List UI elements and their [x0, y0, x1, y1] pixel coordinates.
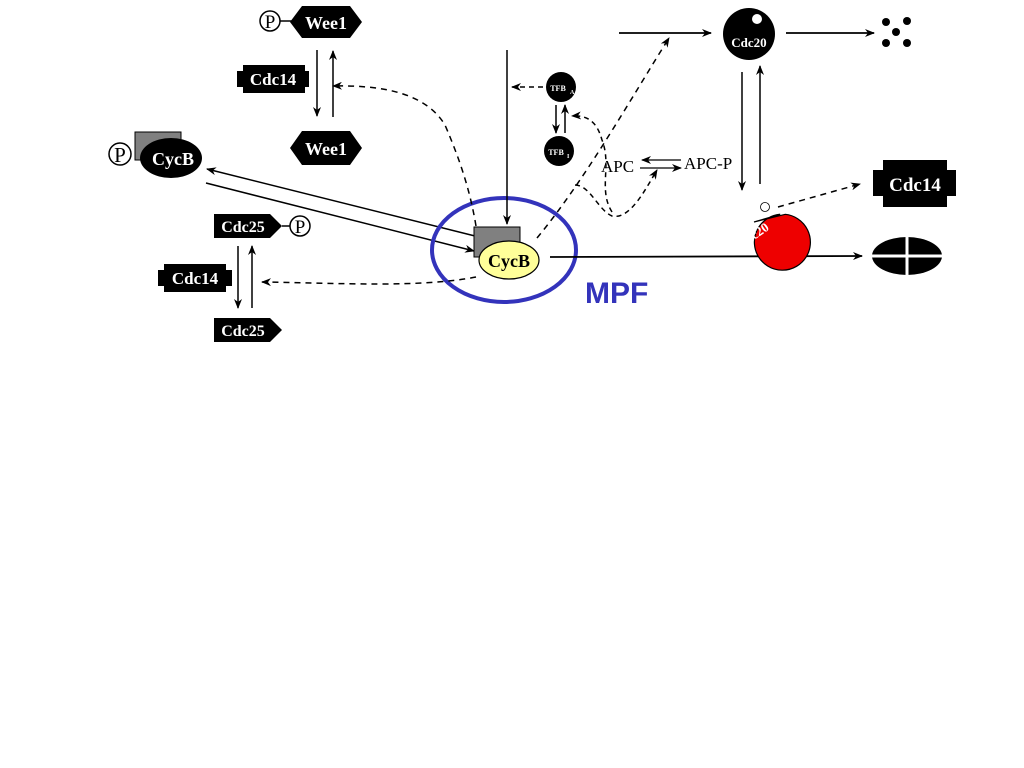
cdc20-active: Cdc20	[723, 8, 775, 60]
cdc25-phospho: Cdc25 P	[214, 214, 311, 238]
cdc25-unphospho: Cdc25	[214, 318, 282, 342]
svg-text:P: P	[265, 12, 276, 33]
mpf-label: MPF	[585, 277, 648, 310]
cdc14-right: Cdc14	[873, 160, 956, 207]
svg-text:CycB: CycB	[488, 251, 530, 271]
mpf-complex: CycB MPF	[430, 196, 648, 310]
svg-text:Cdc25: Cdc25	[221, 323, 265, 340]
svg-text:TFB: TFB	[548, 148, 564, 157]
svg-text:Cdc25: Cdc25	[221, 219, 265, 236]
cycb-ellipse	[478, 240, 540, 280]
tfb-active: TFB A	[546, 72, 576, 102]
cycb-p-to-mpf-arrow	[205, 182, 475, 253]
wee1-unphospho: Wee1	[290, 131, 362, 165]
mpf-to-cycb-p-arrow	[206, 167, 476, 237]
svg-text:CycB: CycB	[152, 149, 194, 169]
svg-text:P: P	[295, 217, 306, 238]
degradation-dots	[882, 17, 911, 47]
mpf-to-apc-dashed	[574, 169, 658, 217]
tfb-inactive: TFB I	[544, 136, 574, 166]
svg-text:Cdc14: Cdc14	[250, 70, 297, 89]
cycb-phospho: CycB P	[108, 131, 202, 178]
mpf-to-wee1-dashed	[332, 81, 477, 227]
dividing-cell-icon	[872, 236, 942, 276]
mpf-ring	[430, 196, 578, 304]
cdc14-wee1-enzyme: Cdc14	[237, 65, 309, 93]
apc-label: APC	[601, 157, 634, 176]
svg-text:Wee1: Wee1	[305, 13, 347, 33]
mpf-to-division-arrow	[549, 252, 863, 261]
svg-text:Cdc14: Cdc14	[172, 269, 219, 288]
svg-text:P: P	[114, 143, 126, 167]
mpf-to-cdc20-dashed	[536, 37, 670, 239]
cdc14-cdc25-enzyme: Cdc14	[158, 264, 232, 292]
svg-text:Wee1: Wee1	[305, 139, 347, 159]
svg-text:Cdc14: Cdc14	[889, 175, 941, 196]
cdc20-to-cdc14-dashed	[777, 182, 861, 208]
mpf-to-cdc25-dashed	[261, 276, 477, 287]
svg-text:A: A	[570, 90, 575, 96]
svg-text:TFB: TFB	[550, 84, 566, 93]
apc-to-tfb-dashed	[571, 111, 613, 213]
svg-text:I: I	[567, 154, 570, 160]
apc-p-label: APC-P	[684, 154, 732, 173]
cdc20-inactive: Cdc20	[734, 202, 811, 271]
svg-text:Cdc20: Cdc20	[731, 35, 766, 50]
wee1-phospho: P Wee1	[259, 6, 362, 38]
